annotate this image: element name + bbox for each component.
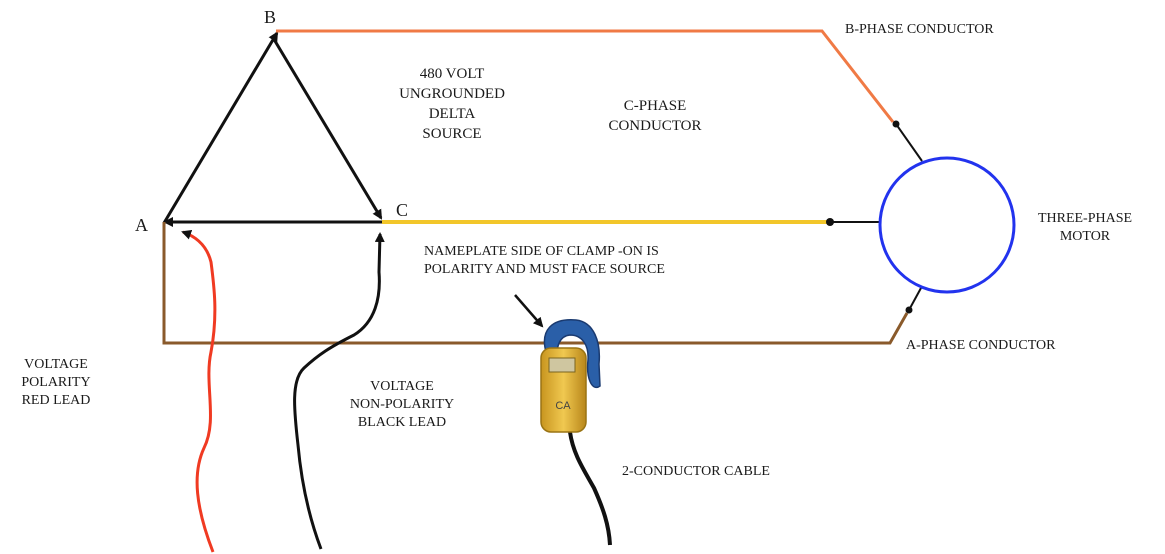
- vertex-a-label: A: [135, 215, 148, 235]
- clamp-note-line: NAMEPLATE SIDE OF CLAMP -ON IS: [424, 244, 659, 259]
- clamp-polarity-note: NAMEPLATE SIDE OF CLAMP -ON IS POLARITY …: [424, 243, 665, 279]
- delta-side-ab: [162, 31, 279, 224]
- black-lead-line: BLACK LEAD: [357, 415, 447, 430]
- black-lead-line: VOLTAGE: [370, 379, 434, 394]
- clamp-on-meter: CA: [540, 319, 601, 433]
- source-label: 480 VOLT UNGROUNDED DELTA SOURCE: [372, 64, 532, 144]
- motor-label: THREE-PHASE MOTOR: [1025, 210, 1145, 246]
- vertex-c-label: C: [396, 200, 409, 220]
- clamp-marking: CA: [555, 400, 571, 412]
- a-phase-motor-lead: [908, 287, 922, 311]
- c-phase-line: CONDUCTOR: [608, 118, 702, 134]
- red-lead-line: RED LEAD: [21, 393, 91, 408]
- b-phase-conductor-label: B-PHASE CONDUCTOR: [845, 22, 994, 37]
- clamp-jaw: [543, 319, 601, 389]
- red-lead-line: VOLTAGE: [24, 357, 88, 372]
- b-phase-motor-lead: [895, 123, 923, 162]
- black-voltage-lead: [293, 232, 385, 550]
- vertex-b-label: B: [264, 7, 277, 27]
- c-phase-conductor-label: C-PHASE CONDUCTOR: [585, 96, 725, 136]
- clamp-display: [548, 357, 576, 373]
- delta-side-bc: [270, 35, 383, 220]
- motor-line: MOTOR: [1059, 229, 1111, 244]
- source-line: 480 VOLT: [419, 66, 485, 82]
- motor-circle: [878, 156, 1016, 294]
- red-lead-line: POLARITY: [21, 375, 91, 390]
- source-line: DELTA: [428, 106, 476, 122]
- clamp-note-line: POLARITY AND MUST FACE SOURCE: [424, 262, 665, 277]
- a-phase-conductor: [162, 222, 909, 345]
- c-phase-line: C-PHASE: [623, 98, 687, 114]
- red-lead-label: VOLTAGE POLARITY RED LEAD: [4, 356, 108, 410]
- black-lead-label: VOLTAGE NON-POLARITY BLACK LEAD: [340, 378, 464, 432]
- source-line: UNGROUNDED: [399, 86, 505, 102]
- a-phase-conductor-label: A-PHASE CONDUCTOR: [906, 338, 1056, 353]
- two-conductor-cable: [568, 431, 612, 546]
- source-line: SOURCE: [422, 126, 482, 142]
- motor-line: THREE-PHASE: [1037, 211, 1133, 226]
- clamp-pointer-arrow: [514, 294, 544, 328]
- black-lead-line: NON-POLARITY: [349, 397, 455, 412]
- red-voltage-lead: [181, 229, 217, 553]
- cable-label: 2-CONDUCTOR CABLE: [622, 464, 770, 479]
- b-phase-conductor: [276, 29, 895, 123]
